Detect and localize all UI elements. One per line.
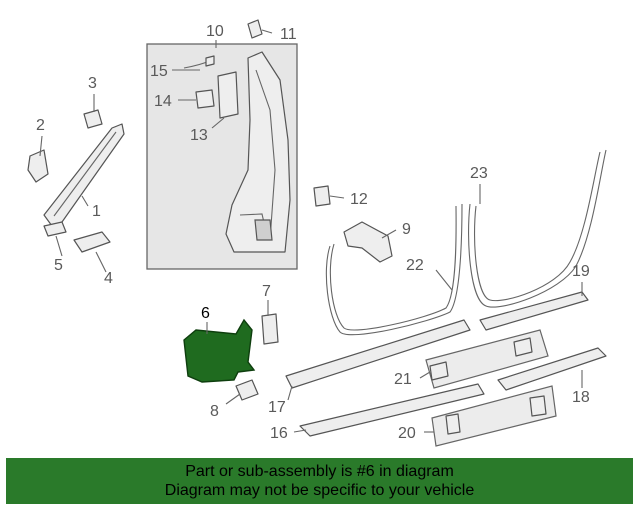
- callout-20: 20: [398, 425, 416, 442]
- part-11-clip: [247, 19, 263, 39]
- part-7-clip: [261, 313, 279, 345]
- part-4-pad: [73, 231, 111, 253]
- part-2-bracket: [27, 149, 49, 183]
- part-19-sill: [479, 291, 589, 331]
- part-13-cover: [217, 71, 239, 119]
- pillar-vent: [254, 219, 273, 241]
- callout-8: 8: [210, 403, 219, 420]
- info-banner: Part or sub-assembly is #6 in diagram Di…: [6, 458, 633, 504]
- part-5-pad: [43, 221, 67, 237]
- pillar-trim: [225, 51, 291, 253]
- part-23-seal: [468, 149, 607, 308]
- callout-22: 22: [406, 257, 424, 274]
- part-18-plate: [497, 347, 607, 391]
- callout-2: 2: [36, 117, 45, 134]
- part-21-clip-b: [513, 337, 533, 357]
- callout-7: 7: [262, 283, 271, 300]
- part-8-clip: [235, 379, 259, 401]
- part-16-plate: [299, 383, 485, 437]
- callout-3: 3: [88, 75, 97, 92]
- callout-4: 4: [104, 270, 113, 287]
- inset-box-20: [431, 385, 557, 447]
- callout-15: 15: [150, 63, 168, 80]
- callout-21: 21: [394, 371, 412, 388]
- part-9-bracket: [343, 221, 393, 263]
- banner-line-1: Part or sub-assembly is #6 in diagram: [185, 463, 454, 480]
- callout-9: 9: [402, 221, 411, 238]
- callout-23: 23: [470, 165, 488, 182]
- part-3-clip: [83, 109, 103, 129]
- callout-14: 14: [154, 93, 172, 110]
- callout-10: 10: [206, 23, 224, 40]
- callout-19: 19: [572, 263, 590, 280]
- part-12-clip: [313, 185, 331, 207]
- callout-16: 16: [270, 425, 288, 442]
- part-17-sill: [285, 319, 471, 389]
- callout-5: 5: [54, 257, 63, 274]
- banner-line-2: Diagram may not be specific to your vehi…: [164, 482, 475, 499]
- part-20-clip-b: [529, 395, 547, 417]
- part-20-clip-a: [445, 413, 461, 435]
- part-22-seal: [325, 203, 463, 336]
- part-14-clip: [195, 89, 215, 109]
- part-6-highlighted: [183, 318, 256, 383]
- callout-12: 12: [350, 191, 368, 208]
- parts-diagram: 1 2 3 4 5 6 7 8 9 10 11 12 13 14 15 16 1…: [27, 19, 607, 447]
- callout-1: 1: [92, 203, 101, 220]
- callout-6: 6: [201, 305, 210, 322]
- part-21-clip-a: [429, 361, 449, 381]
- callout-11: 11: [280, 26, 297, 43]
- callout-17: 17: [268, 399, 286, 416]
- callout-13: 13: [190, 127, 208, 144]
- part-15-bracket: [205, 55, 215, 67]
- callout-18: 18: [572, 389, 590, 406]
